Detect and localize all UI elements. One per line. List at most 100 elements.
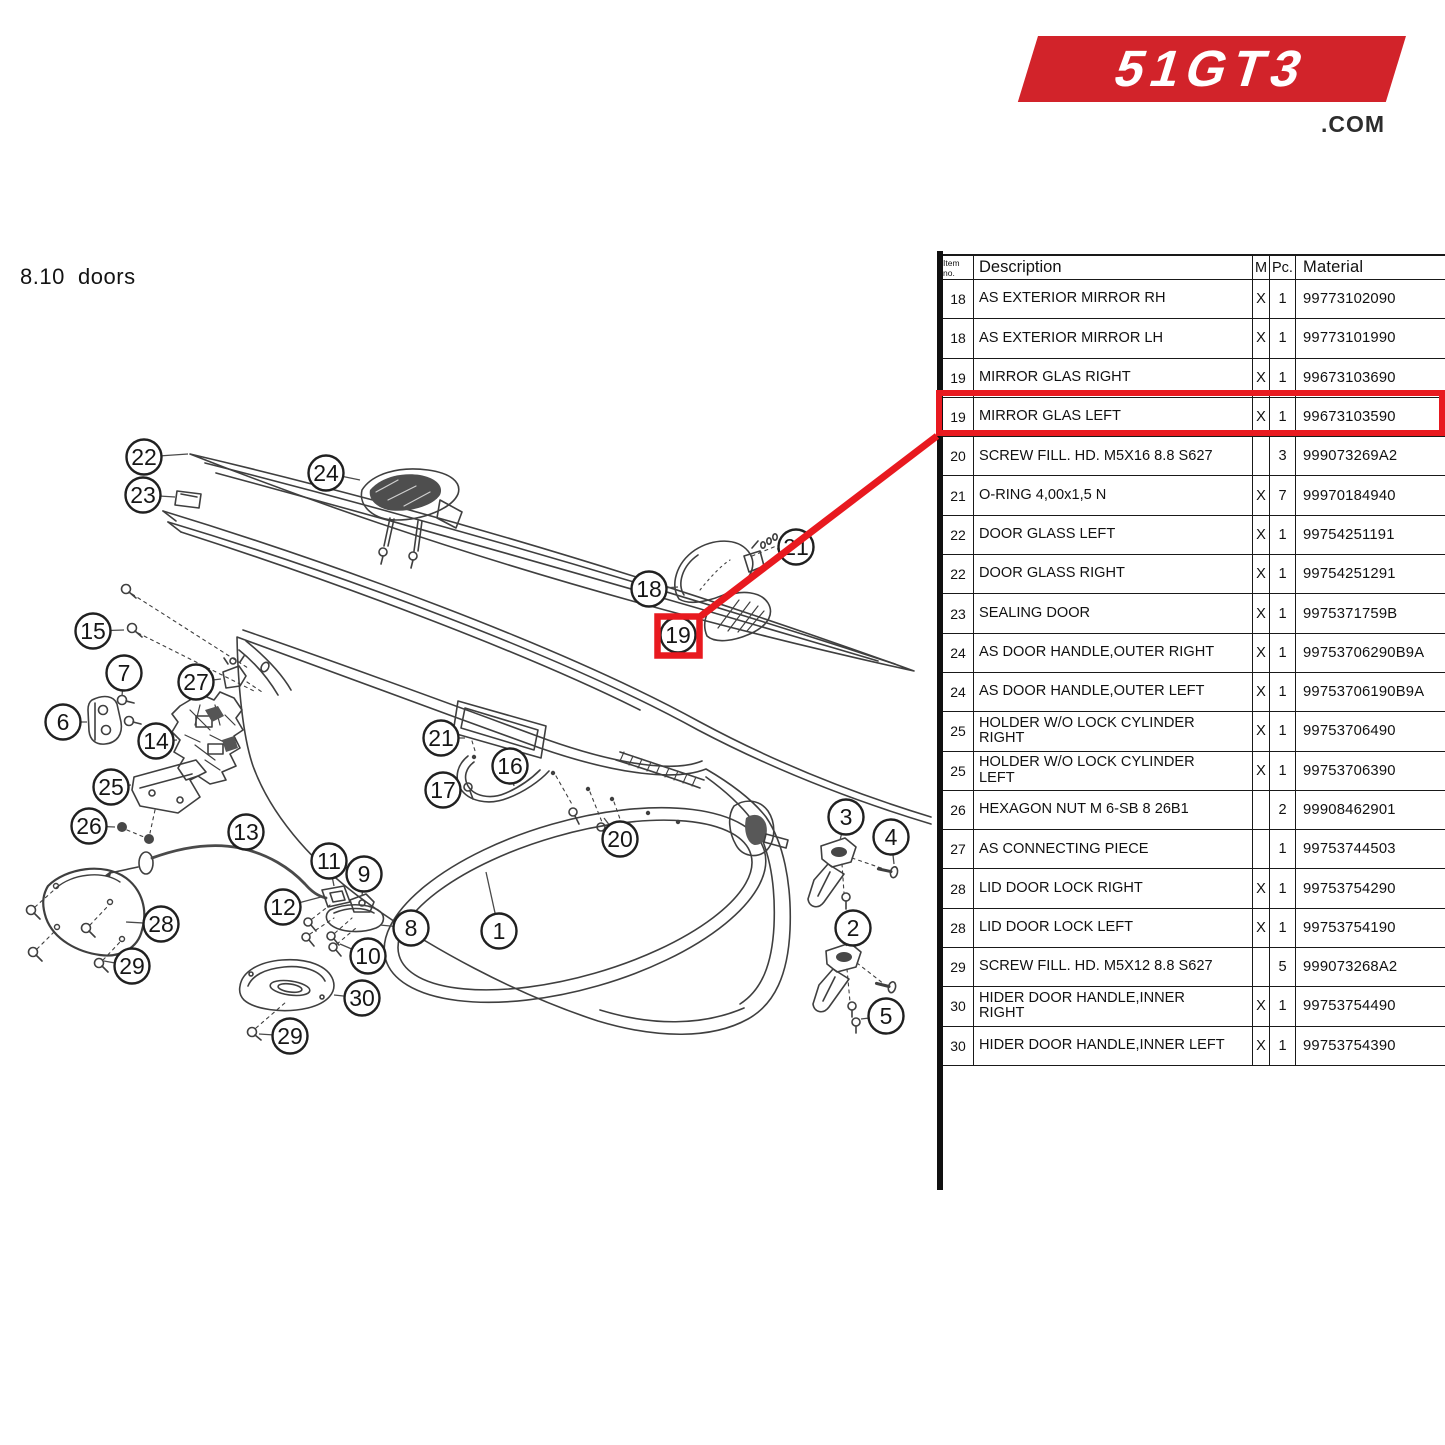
cell-item-no: 18 [943,280,974,319]
cell-material: 999073269A2 [1303,448,1398,465]
callout-number: 9 [358,861,371,887]
cell-description: LID DOOR LOCK RIGHT [974,869,1253,908]
pull-cup-part [456,740,550,803]
callout-circle [392,909,430,947]
door-lock-part [171,691,244,785]
page-title: 8.10 doors [20,264,136,289]
cell-material: 99753754190 [1303,919,1396,936]
cell-description: AS DOOR HANDLE,OUTER RIGHT [974,633,1253,672]
cell-m: X [1253,751,1270,790]
cell-description: DOOR GLASS RIGHT [974,555,1253,594]
cell-m: X [1253,594,1270,633]
callout-number: 13 [233,819,259,845]
connecting-piece-part [222,655,263,693]
callout-number: 28 [148,911,174,937]
callout-circle [307,454,345,492]
cell-m: X [1253,987,1270,1026]
cell-m: X [1253,515,1270,555]
cell-m: X [1253,280,1270,319]
callout-circle [125,438,163,476]
cell-pc: 1 [1270,555,1296,594]
callout-number: 27 [183,669,209,695]
cell-item-no: 24 [943,672,974,712]
callout-number: 14 [143,728,169,754]
cell-item-no: 28 [943,869,974,908]
cell-m [1253,830,1270,869]
cell-m: X [1253,1026,1270,1065]
cell-material: 99753754290 [1303,880,1396,897]
callout-circle [310,842,348,880]
callout-number: 18 [636,576,662,602]
callout-number: 26 [76,813,102,839]
callout-circle [827,798,865,836]
door-shell-part [236,629,792,1036]
cell-description: HEXAGON NUT M 6-SB 8 26B1 [974,790,1253,830]
cell-item-no: 22 [943,555,974,594]
cell-description: O-RING 4,00x1,5 N [974,476,1253,515]
cell-material: 99753706290B9A [1303,644,1425,661]
column-header-m: M [1253,256,1270,279]
callout-circle [491,747,529,785]
callout-number: 4 [885,824,898,850]
holder-plate-part [117,759,207,844]
cell-item-no: 24 [943,633,974,672]
cell-pc: 2 [1270,790,1296,830]
callout-circle [113,947,151,985]
cell-item-no: 27 [943,830,974,869]
cell-description: DOOR GLASS LEFT [974,515,1253,555]
callout-circle [867,997,905,1035]
callout-number: 11 [317,848,341,874]
cell-m: X [1253,476,1270,515]
door-hinge-upper [807,837,899,910]
cell-material: 9975371759B [1303,605,1398,622]
cell-material: 99673103590 [1303,409,1396,426]
callout-number: 30 [349,985,375,1011]
callout-circle [74,612,112,650]
callout-circle [137,722,175,760]
callout-number: 3 [840,804,853,830]
callout-number: 19 [665,622,691,648]
cell-material: 99753706190B9A [1303,684,1425,701]
cell-m: X [1253,397,1270,437]
mirror-housing-part [674,532,787,603]
cable-and-inner-handle [104,844,385,957]
cell-description: SEALING DOOR [974,594,1253,633]
column-header-pc: Pc. [1270,256,1296,279]
cell-item-no: 26 [943,790,974,830]
callout-circle [872,818,910,856]
cell-item-no: 20 [943,437,974,476]
cell-pc: 1 [1270,397,1296,437]
cell-material: 99753706390 [1303,762,1396,779]
cell-pc: 1 [1270,633,1296,672]
callout-leader-lines [63,453,895,1037]
cell-description: MIRROR GLAS RIGHT [974,358,1253,397]
cell-m: X [1253,358,1270,397]
cell-description: SCREW FILL. HD. M5X16 8.8 S627 [974,437,1253,476]
cell-item-no: 19 [943,397,974,437]
cell-m: X [1253,555,1270,594]
cell-m: X [1253,633,1270,672]
callout-number: 24 [313,460,339,486]
cell-description: AS EXTERIOR MIRROR RH [974,280,1253,319]
mirror-glass-part [703,591,772,642]
cell-m: X [1253,712,1270,751]
inner-handle-hider-part [238,958,335,1041]
highlighted-row-box [936,390,1445,436]
cell-description: AS EXTERIOR MIRROR LH [974,319,1253,358]
cell-material: 99753706490 [1303,723,1396,740]
callout-number: 29 [119,953,145,979]
callout-circle [70,807,108,845]
